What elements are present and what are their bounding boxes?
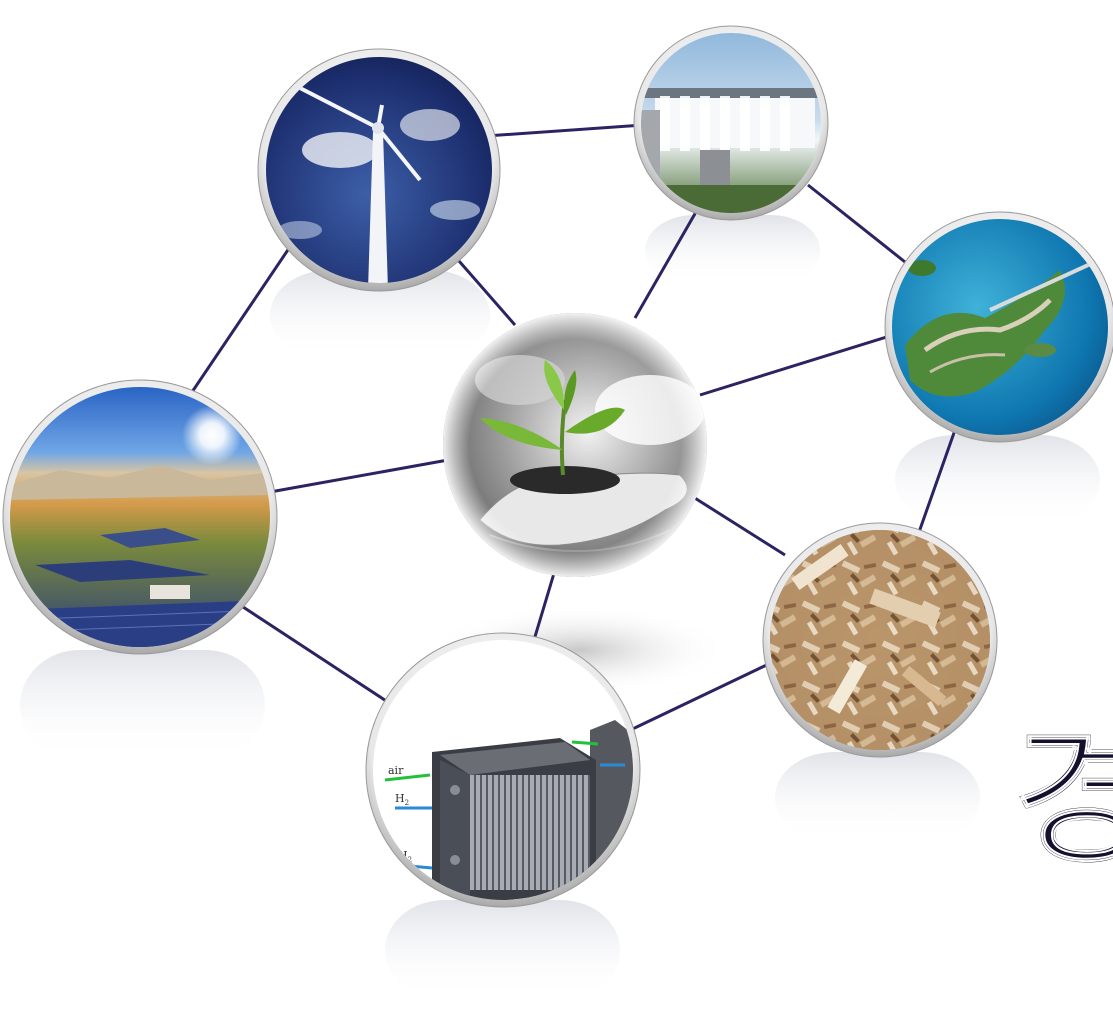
solar-reflection: [20, 650, 265, 760]
connector-fuel-solar: [239, 603, 401, 712]
tidal-island-node: [884, 211, 1113, 443]
hydro-dam-node: [633, 25, 829, 221]
svg-text:H2: H2: [395, 792, 409, 807]
wood-reflection: [775, 752, 980, 842]
connector-center-hydro: [633, 204, 702, 319]
center-plant-node: [443, 313, 707, 577]
fuel-label-h2-bottom-sub: 2: [408, 856, 412, 864]
wind-reflection: [270, 270, 490, 360]
connector-center-solar: [269, 458, 449, 494]
partial-title-glyph: 경: [1012, 712, 1113, 886]
hydro-reflection: [645, 215, 820, 285]
fuel-cell-node: air H2 H2: [365, 632, 641, 908]
connector-wind-hydro: [485, 123, 645, 138]
connector-ocean-wood: [916, 429, 957, 536]
fuel-label-h2-top-sub: 2: [405, 799, 409, 807]
connector-hydro-ocean: [807, 183, 906, 264]
connector-center-ocean: [699, 333, 894, 397]
wood-chips-node: [762, 522, 998, 758]
fuel-reflection: [385, 900, 620, 1000]
connector-wood-fuel: [619, 658, 778, 737]
connector-solar-wind: [188, 231, 302, 396]
fuel-label-air: air: [388, 764, 404, 777]
solar-farm-node: [2, 379, 278, 655]
wind-turbine-node: [257, 48, 501, 292]
connector-center-wood: [689, 493, 786, 557]
connector-lines: [188, 123, 957, 737]
fuel-label-h2-top: H: [395, 792, 405, 805]
